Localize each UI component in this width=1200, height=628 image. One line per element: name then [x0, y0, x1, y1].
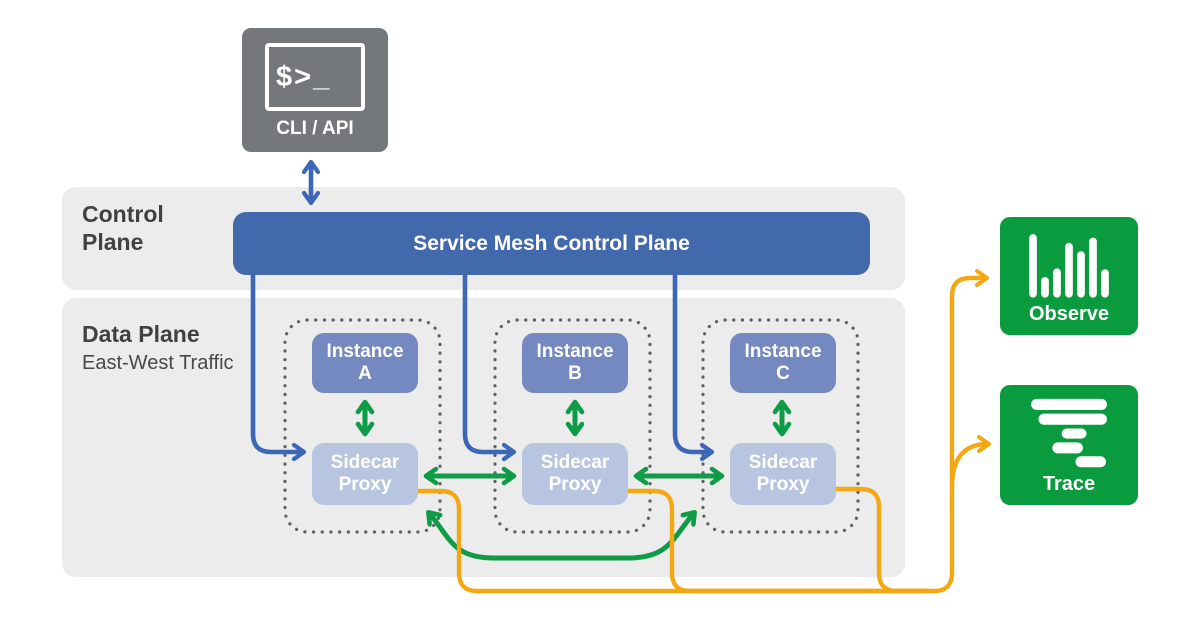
sidecar-b-label-line2: Proxy: [548, 474, 602, 495]
service-mesh-control-plane-bar: Service Mesh Control Plane: [233, 212, 870, 275]
control-plane-label-line1: Control: [82, 201, 164, 227]
instance-b-label-line1: Instance: [536, 341, 614, 362]
data-plane-title: Data Plane: [82, 321, 200, 347]
sidecar-b-label-line1: Sidecar: [540, 452, 610, 473]
instance-c-label-line2: C: [776, 363, 790, 384]
sidecar-c-label-line1: Sidecar: [748, 452, 818, 473]
control-plane-bar-label: Service Mesh Control Plane: [413, 231, 690, 255]
trace-node: Trace: [1000, 385, 1138, 505]
observe-label: Observe: [1028, 303, 1110, 325]
data-plane-subtitle: East-West Traffic: [82, 352, 234, 374]
terminal-prompt: $>_: [276, 60, 332, 93]
instance-a-node: Instance A: [312, 333, 418, 393]
instance-c-node: Instance C: [730, 333, 836, 393]
cli-api-node: $>_ CLI / API: [242, 28, 388, 152]
sidecar-proxy-c-node: Sidecar Proxy: [730, 443, 836, 505]
trace-spans-icon: [1031, 398, 1107, 468]
instance-c-label-line1: Instance: [744, 341, 822, 362]
sidecar-c-label-line2: Proxy: [756, 474, 810, 495]
observe-node: Observe: [1000, 217, 1138, 335]
sidecar-a-label-line1: Sidecar: [330, 452, 400, 473]
trace-label: Trace: [1042, 473, 1096, 495]
sidecar-proxy-a-node: Sidecar Proxy: [312, 443, 418, 505]
telemetry-trace-arrow: [949, 435, 991, 490]
terminal-icon: $>_: [265, 43, 365, 111]
sidecar-a-label-line2: Proxy: [338, 474, 392, 495]
instance-b-node: Instance B: [522, 333, 628, 393]
instance-a-label-line2: A: [358, 363, 372, 384]
control-plane-label: Control Plane: [82, 200, 164, 256]
sidecar-proxy-b-node: Sidecar Proxy: [522, 443, 628, 505]
bar-chart-icon: [1029, 234, 1109, 298]
instance-b-label-line2: B: [568, 363, 582, 384]
cli-api-label: CLI / API: [276, 118, 354, 139]
instance-a-label-line1: Instance: [326, 341, 404, 362]
control-plane-label-line2: Plane: [82, 229, 144, 255]
